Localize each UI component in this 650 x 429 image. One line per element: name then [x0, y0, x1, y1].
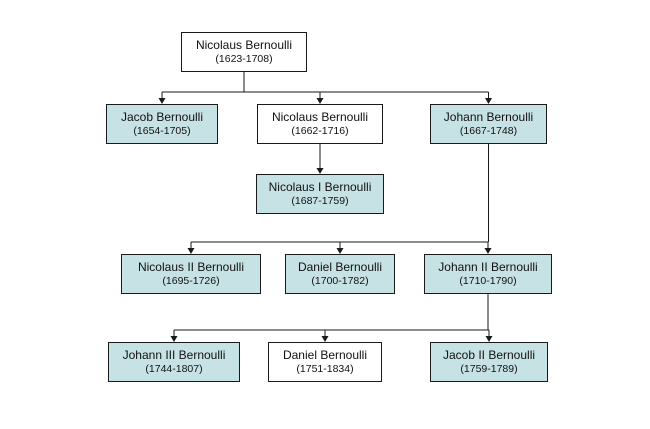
person-box-johann-iii-bernoulli: Johann III Bernoulli(1744-1807) — [108, 342, 240, 382]
person-box-nicolaus-ii-bernoulli: Nicolaus II Bernoulli(1695-1726) — [121, 254, 261, 294]
person-box-jacob-ii-bernoulli: Jacob II Bernoulli(1759-1789) — [430, 342, 548, 382]
person-dates: (1695-1726) — [162, 274, 220, 287]
arrow-head — [485, 336, 493, 342]
person-name: Johann Bernoulli — [443, 109, 534, 124]
arrow-head — [485, 98, 492, 104]
person-box-nicolaus-bernoulli-1662: Nicolaus Bernoulli(1662-1716) — [257, 104, 383, 144]
person-box-jacob-bernoulli: Jacob Bernoulli(1654-1705) — [106, 104, 218, 144]
person-dates: (1710-1790) — [459, 274, 517, 287]
arrow-head — [336, 248, 344, 254]
arrow-head — [484, 248, 492, 254]
person-box-daniel-bernoulli-1700: Daniel Bernoulli(1700-1782) — [285, 254, 395, 294]
person-name: Nicolaus Bernoulli — [271, 109, 369, 124]
person-dates: (1759-1789) — [460, 362, 518, 375]
arrow-head — [187, 248, 195, 254]
person-dates: (1654-1705) — [133, 124, 191, 137]
person-dates: (1667-1748) — [459, 124, 518, 137]
person-dates: (1700-1782) — [311, 274, 369, 287]
arrow-head — [316, 98, 324, 104]
arrow-head — [170, 336, 178, 342]
person-box-nicolaus-i-bernoulli: Nicolaus I Bernoulli(1687-1759) — [256, 174, 384, 214]
person-name: Johann II Bernoulli — [438, 259, 538, 274]
person-name: Daniel Bernoulli — [282, 347, 368, 362]
person-dates: (1687-1759) — [291, 194, 349, 207]
person-box-johann-bernoulli: Johann Bernoulli(1667-1748) — [430, 104, 547, 144]
person-name: Johann III Bernoulli — [122, 347, 226, 362]
arrow-head — [316, 168, 324, 174]
person-name: Nicolaus I Bernoulli — [268, 179, 372, 194]
person-box-johann-ii-bernoulli: Johann II Bernoulli(1710-1790) — [424, 254, 552, 294]
person-dates: (1751-1834) — [296, 362, 354, 375]
person-name: Jacob II Bernoulli — [442, 347, 536, 362]
person-dates: (1744-1807) — [145, 362, 203, 375]
arrow-head — [158, 98, 166, 104]
person-box-daniel-bernoulli-1751: Daniel Bernoulli(1751-1834) — [268, 342, 382, 382]
person-name: Daniel Bernoulli — [297, 259, 383, 274]
person-box-nicolaus-bernoulli-1623: Nicolaus Bernoulli(1623-1708) — [181, 32, 307, 72]
person-name: Nicolaus Bernoulli — [195, 37, 293, 52]
arrow-head — [321, 336, 329, 342]
person-name: Jacob Bernoulli — [120, 109, 204, 124]
person-dates: (1662-1716) — [291, 124, 349, 137]
person-name: Nicolaus II Bernoulli — [137, 259, 245, 274]
person-dates: (1623-1708) — [215, 52, 273, 65]
